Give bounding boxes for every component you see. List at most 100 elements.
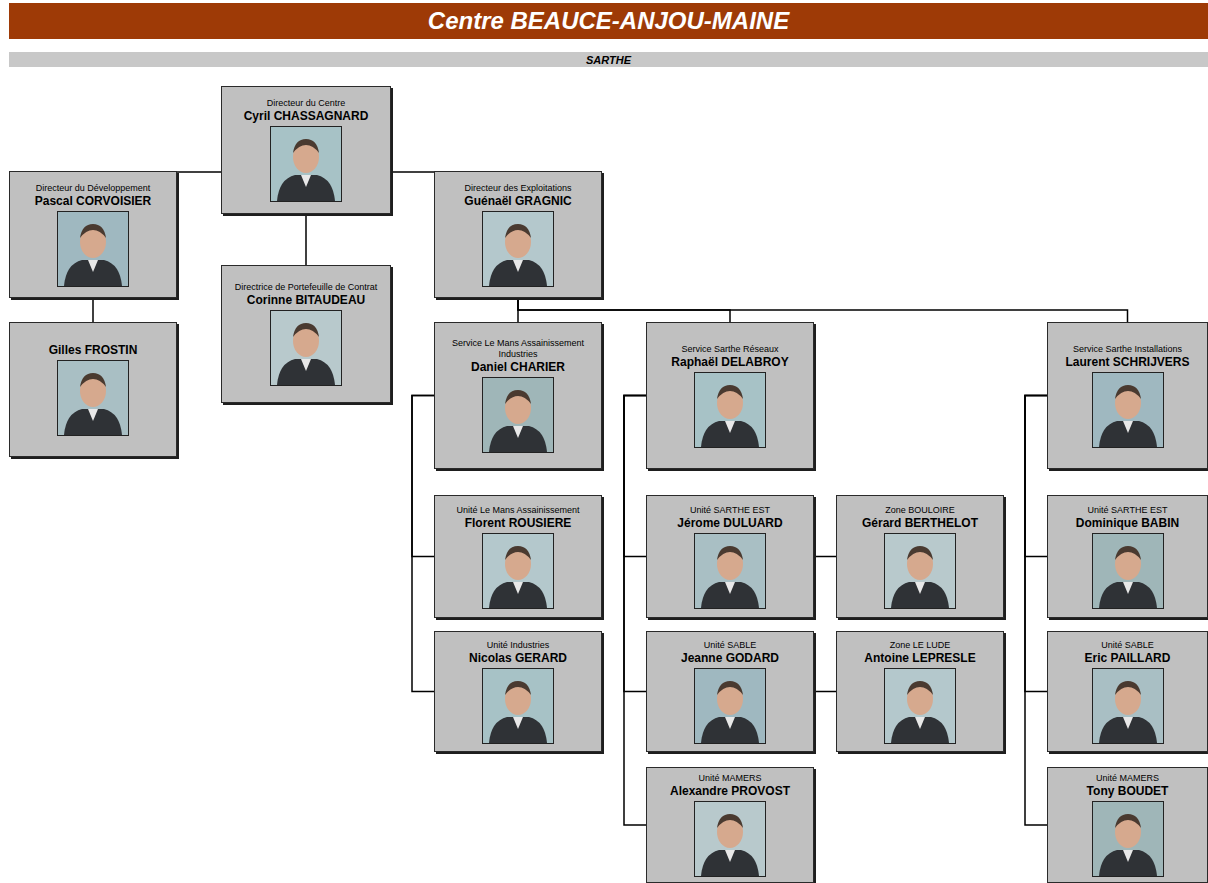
person-box: Zone LE LUDEAntoine LEPRESLE <box>836 631 1004 752</box>
box-content: Unité SARTHE ESTJérome DULUARD <box>647 505 813 609</box>
person-name: Gilles FROSTIN <box>49 343 138 357</box>
person-box: Service Sarthe RéseauxRaphaël DELABROY <box>646 322 814 469</box>
portrait-photo <box>1092 533 1164 609</box>
role-title: Unité MAMERS <box>1096 773 1159 784</box>
person-box: Service Le Mans Assainissement Industrie… <box>434 322 602 469</box>
role-title: Unité SABLE <box>704 640 757 651</box>
person-box: Directeur du DéveloppementPascal CORVOIS… <box>9 171 177 298</box>
portrait-photo <box>1092 801 1164 877</box>
person-box: Zone BOULOIREGérard BERTHELOT <box>836 495 1004 618</box>
role-title: Zone LE LUDE <box>890 640 951 651</box>
portrait-photo <box>270 310 342 386</box>
portrait-photo <box>482 533 554 609</box>
page-title: Centre BEAUCE-ANJOU-MAINE <box>428 7 789 35</box>
org-connector <box>412 396 434 692</box>
person-name: Corinne BITAUDEAU <box>247 293 365 307</box>
person-name: Florent ROUSIERE <box>465 516 572 530</box>
org-connector <box>1025 396 1047 692</box>
box-content: Directeur des ExploitationsGuénaël GRAGN… <box>435 183 601 287</box>
box-content: Directeur du DéveloppementPascal CORVOIS… <box>10 183 176 287</box>
role-title: Unité Industries <box>487 640 550 651</box>
org-connector <box>305 214 307 265</box>
box-content: Service Sarthe RéseauxRaphaël DELABROY <box>647 344 813 448</box>
box-content: Unité IndustriesNicolas GERARD <box>435 640 601 744</box>
box-content: Unité Le Mans AssainissementFlorent ROUS… <box>435 505 601 609</box>
title-band: Centre BEAUCE-ANJOU-MAINE <box>9 3 1208 39</box>
portrait-photo <box>482 668 554 744</box>
role-title: Unité MAMERS <box>698 773 761 784</box>
person-box: Directeur des ExploitationsGuénaël GRAGN… <box>434 171 602 298</box>
person-name: Pascal CORVOISIER <box>35 194 152 208</box>
person-box: Unité Le Mans AssainissementFlorent ROUS… <box>434 495 602 618</box>
org-connector <box>412 396 434 557</box>
person-box: Unité SARTHE ESTJérome DULUARD <box>646 495 814 618</box>
region-label: SARTHE <box>586 54 631 66</box>
box-content: Unité SABLEEric PAILLARD <box>1048 640 1207 744</box>
person-box: Unité MAMERSTony BOUDET <box>1047 767 1208 883</box>
person-name: Raphaël DELABROY <box>671 355 788 369</box>
org-connector <box>92 298 94 322</box>
portrait-photo <box>1092 668 1164 744</box>
person-box: Directrice de Portefeuille de ContratCor… <box>221 265 391 403</box>
box-content: Unité MAMERSTony BOUDET <box>1048 773 1207 877</box>
person-name: Jérome DULUARD <box>677 516 782 530</box>
box-content: Unité MAMERSAlexandre PROVOST <box>647 773 813 877</box>
person-box: Unité IndustriesNicolas GERARD <box>434 631 602 752</box>
org-connector <box>624 396 646 826</box>
portrait-photo <box>884 533 956 609</box>
portrait-photo <box>694 533 766 609</box>
person-name: Nicolas GERARD <box>469 651 567 665</box>
portrait-photo <box>270 126 342 202</box>
box-content: Directeur du CentreCyril CHASSAGNARD <box>222 98 390 202</box>
role-title: Directrice de Portefeuille de Contrat <box>235 282 378 293</box>
person-name: Antoine LEPRESLE <box>864 651 975 665</box>
role-title: Unité SARTHE EST <box>690 505 770 516</box>
person-name: Cyril CHASSAGNARD <box>244 109 369 123</box>
region-band: SARTHE <box>9 52 1208 67</box>
org-connector <box>1025 396 1047 557</box>
box-content: Directrice de Portefeuille de ContratCor… <box>222 282 390 386</box>
role-title: Directeur du Centre <box>267 98 346 109</box>
box-content: Zone LE LUDEAntoine LEPRESLE <box>837 640 1003 744</box>
box-content: Unité SABLEJeanne GODARD <box>647 640 813 744</box>
org-connector <box>624 396 646 557</box>
org-connector <box>518 298 1128 322</box>
box-content: Service Le Mans Assainissement Industrie… <box>435 338 601 453</box>
person-name: Tony BOUDET <box>1087 784 1169 798</box>
role-title: Unité SARTHE EST <box>1088 505 1168 516</box>
box-content: Zone BOULOIREGérard BERTHELOT <box>837 505 1003 609</box>
person-name: Eric PAILLARD <box>1085 651 1171 665</box>
person-name: Laurent SCHRIJVERS <box>1065 355 1189 369</box>
org-connector <box>814 556 836 558</box>
portrait-photo <box>57 360 129 436</box>
org-connector <box>1025 396 1047 826</box>
portrait-photo <box>884 668 956 744</box>
role-title: Service Le Mans Assainissement Industrie… <box>438 338 598 360</box>
org-connector <box>624 396 646 692</box>
person-box: Unité SARTHE ESTDominique BABIN <box>1047 495 1208 618</box>
person-name: Daniel CHARIER <box>471 360 565 374</box>
person-name: Guénaël GRAGNIC <box>464 194 571 208</box>
portrait-photo <box>694 668 766 744</box>
person-box: Gilles FROSTIN <box>9 322 177 457</box>
person-box: Unité SABLEEric PAILLARD <box>1047 631 1208 752</box>
org-connector <box>177 171 221 173</box>
person-box: Service Sarthe InstallationsLaurent SCHR… <box>1047 322 1208 469</box>
person-name: Gérard BERTHELOT <box>862 516 978 530</box>
box-content: Gilles FROSTIN <box>10 343 176 436</box>
person-name: Dominique BABIN <box>1076 516 1179 530</box>
portrait-photo <box>694 801 766 877</box>
role-title: Unité Le Mans Assainissement <box>456 505 579 516</box>
role-title: Service Sarthe Installations <box>1073 344 1182 355</box>
person-name: Jeanne GODARD <box>681 651 779 665</box>
org-connector <box>814 691 836 693</box>
person-box: Unité MAMERSAlexandre PROVOST <box>646 767 814 883</box>
role-title: Unité SABLE <box>1101 640 1154 651</box>
org-connector <box>391 171 434 173</box>
portrait-photo <box>57 211 129 287</box>
person-box: Directeur du CentreCyril CHASSAGNARD <box>221 86 391 214</box>
box-content: Unité SARTHE ESTDominique BABIN <box>1048 505 1207 609</box>
portrait-photo <box>694 372 766 448</box>
